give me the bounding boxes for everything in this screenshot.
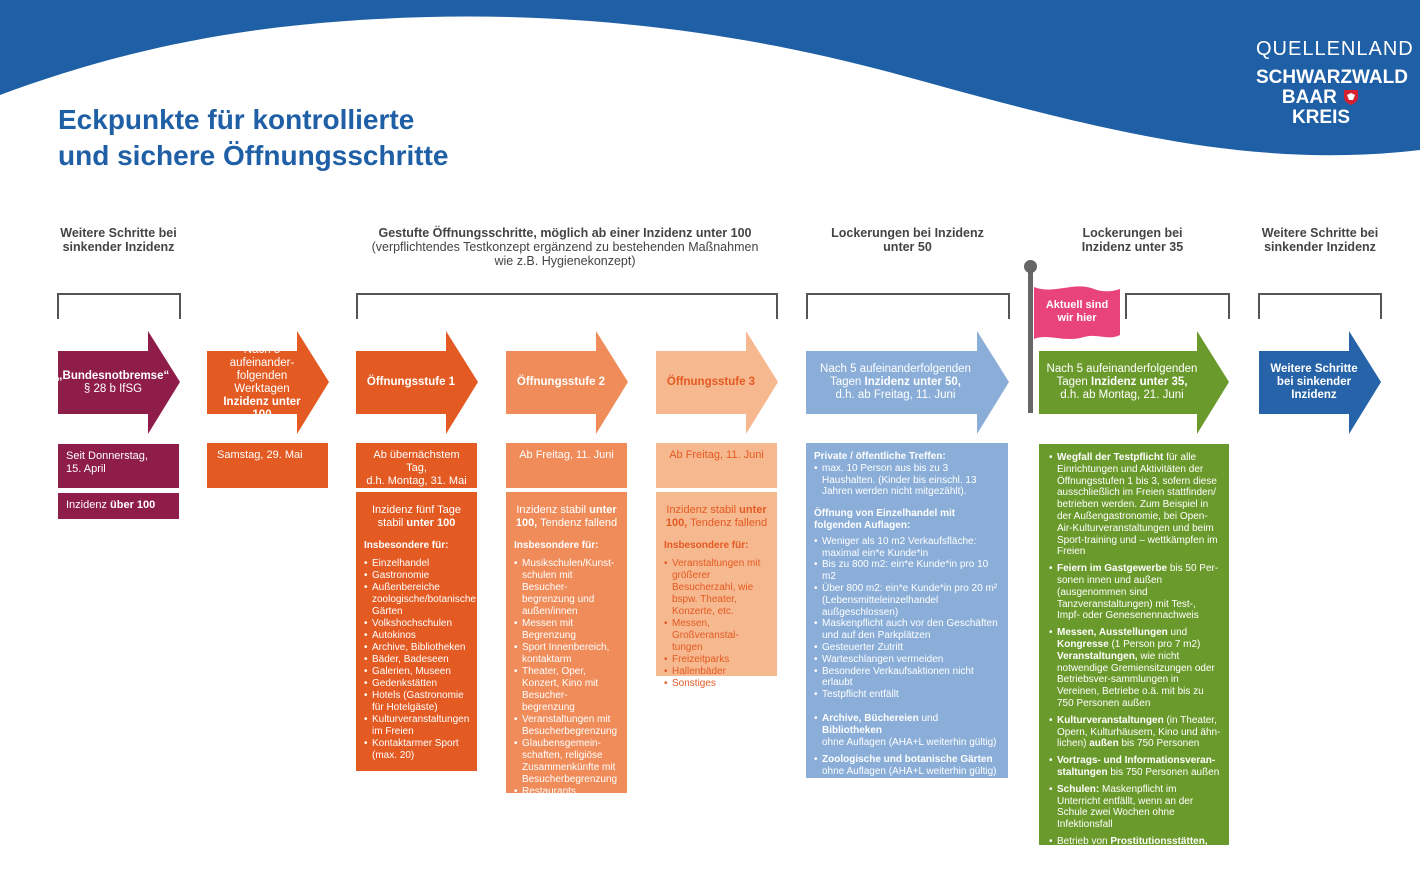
under50-detail-box: Private / öffentliche Treffen: max. 10 P… [806, 443, 1008, 807]
date-box-since-april: Seit Donnerstag, 15. April [58, 444, 179, 488]
arrow-under-35: Nach 5 aufeinanderfolgenden Tagen Inzide… [1039, 331, 1229, 434]
flag-shape [1034, 286, 1120, 339]
list-item: Archive, Bibliotheken [364, 642, 469, 654]
stage1-list: EinzelhandelGastronomieAußenbereiche zoo… [364, 558, 476, 762]
stage3-detail-box: Inzidenz stabil unter 100, Tendenz falle… [656, 492, 777, 690]
logo-quellenland: QUELLENLAND [1256, 38, 1414, 60]
list-item: Glaubensgemein-schaften, religiöse Zusam… [514, 738, 619, 786]
list-item: Archive, Büchereien und Bibliothekenohne… [814, 713, 1000, 748]
header-col1: Weitere Schritte bei sinkender Inzidenz [60, 226, 177, 254]
list-item: max. 10 Person aus bis zu 3 Haushalten. … [814, 463, 1000, 498]
bracket-stages [356, 293, 778, 319]
list-item: Weniger als 10 m2 Verkaufsfläche: maxima… [814, 536, 1000, 560]
bracket-under35 [1125, 293, 1230, 319]
list-item: Theater, Oper, Konzert, Kino mit Besuche… [514, 666, 619, 714]
list-item: Bäder, Badeseen [364, 654, 469, 666]
date-box-29-mai: Samstag, 29. Mai [207, 443, 328, 488]
list-item: Gesteuerter Zutritt [814, 642, 1000, 654]
list-item: Veranstaltungen mit Besucherbegrenzung [514, 714, 619, 738]
arrow-stufe-2: Öffnungsstufe 2 [506, 331, 628, 434]
page-title: Eckpunkte für kontrollierte und sichere … [58, 104, 449, 171]
current-position-flag: Aktuell sind wir hier [1034, 285, 1120, 343]
list-item: Kontaktarmer Sport (max. 20) [364, 738, 469, 762]
list-item: Messen mit Begrenzung [514, 618, 619, 642]
header-stages: Gestufte Öffnungsschritte, möglich ab ei… [371, 226, 759, 268]
flag-pole [1028, 268, 1033, 413]
flag-pole-top [1024, 260, 1037, 273]
list-item: Messen, Ausstellungen und Kongresse (1 P… [1049, 627, 1221, 710]
stage2-detail-box: Inzidenz stabil unter 100, Tendenz falle… [506, 492, 627, 833]
header-under50: Lockerungen bei Inzidenz unter 50 [831, 226, 984, 254]
stage1-detail-box: Inzidenz fünf Tage stabil unter 100 Insb… [356, 492, 477, 771]
list-item: Feiern im Gastgewerbe bis 50 Per-sonen i… [1049, 563, 1221, 622]
list-item: Sport Innenbereich, kontaktarm [514, 642, 619, 666]
list-item: Besondere Verkaufsaktionen nicht erlaubt [814, 666, 1000, 690]
list-item: Hallenbäder [664, 666, 769, 678]
logo: QUELLENLAND SCHWARZWALD BAAR KREIS [1256, 38, 1414, 128]
list-item: Betrieb von Prostitutionsstätten, Bordel… [1049, 836, 1221, 871]
list-item: Bis zu 800 m2: ein*e Kunde*in pro 10 m2 [814, 559, 1000, 583]
header-col-last: Weitere Schritte bei sinkender Inzidenz [1261, 226, 1379, 254]
bracket-col1 [57, 293, 181, 319]
list-item: Hotels (Gastronomie für Hotelgäste) [364, 690, 469, 714]
list-item: Kulturveranstaltungen (in Theater, Opern… [1049, 715, 1221, 750]
list-item: Schulen: Maskenpflicht im Unterricht ent… [1049, 784, 1221, 831]
list-item: Sonstiges [664, 678, 769, 690]
stage3-list: Veranstaltungen mit größerer Besucherzah… [664, 558, 769, 690]
list-item: Testpflicht entfällt [814, 689, 1000, 701]
date-box-stufe2: Ab Freitag, 11. Juni [506, 443, 627, 488]
list-item: Außenbereiche zoologische/botanische Gär… [364, 582, 476, 618]
arrow-under-50: Nach 5 aufeinanderfolgenden Tagen Inzide… [806, 331, 1009, 434]
list-item: Volkshochschulen [364, 618, 469, 630]
list-item: Restaurants, Gastronomie (erweiterte Öff… [514, 786, 619, 834]
header-wave [0, 0, 1420, 156]
date-box-stufe3: Ab Freitag, 11. Juni [656, 443, 777, 488]
date-box-31-mai: Ab übernächstem Tag, d.h. Montag, 31. Ma… [356, 443, 477, 488]
list-item: Warteschlangen vermeiden [814, 654, 1000, 666]
list-item: Wegfall der Testpflicht für alle Einrich… [1049, 452, 1221, 558]
arrow-stufe-3: Öffnungsstufe 3 [656, 331, 778, 434]
bracket-last [1258, 293, 1382, 319]
list-item: Autokinos [364, 630, 469, 642]
list-item: Veranstaltungen mit größerer Besucherzah… [664, 558, 769, 618]
list-item: Musikschulen/Kunst-schulen mit Besucher-… [514, 558, 619, 618]
logo-schwarzwald: SCHWARZWALD [1256, 67, 1408, 88]
arrow-bundesnotbremse: „Bundesnotbremse“§ 28 b IfSG [57, 331, 180, 434]
logo-baar-kreis: BAAR KREIS [1256, 88, 1386, 128]
list-item: Galerien, Museen [364, 666, 469, 678]
list-item: Einzelhandel [364, 558, 469, 570]
arrow-stufe-1: Öffnungsstufe 1 [356, 331, 478, 434]
list-item: Maskenpflicht auch vor den Geschäften un… [814, 618, 1000, 642]
list-item: Vortrags- und Informationsveran-staltung… [1049, 755, 1221, 779]
under50-list: Weniger als 10 m2 Verkaufsfläche: maxima… [814, 536, 1000, 701]
under35-detail-box: Wegfall der Testpflicht für alle Einrich… [1039, 444, 1229, 871]
list-item: Gastronomie [364, 570, 469, 582]
incidence-over-100-box: Inzidenz über 100 [58, 493, 179, 519]
list-item: Freizeitparks [664, 654, 769, 666]
list-item: Kulturveranstaltungen im Freien [364, 714, 469, 738]
eagle-crest-icon [1344, 90, 1359, 105]
bracket-under50 [806, 293, 1010, 319]
list-item: Gedenkstätten [364, 678, 469, 690]
stage2-list: Musikschulen/Kunst-schulen mit Besucher-… [514, 558, 619, 834]
list-item: Messen, Großveranstal-tungen [664, 618, 769, 654]
header-under35: Lockerungen bei Inzidenz unter 35 [1081, 226, 1184, 254]
list-item: Über 800 m2: ein*e Kunde*in pro 20 m² (L… [814, 583, 1000, 618]
